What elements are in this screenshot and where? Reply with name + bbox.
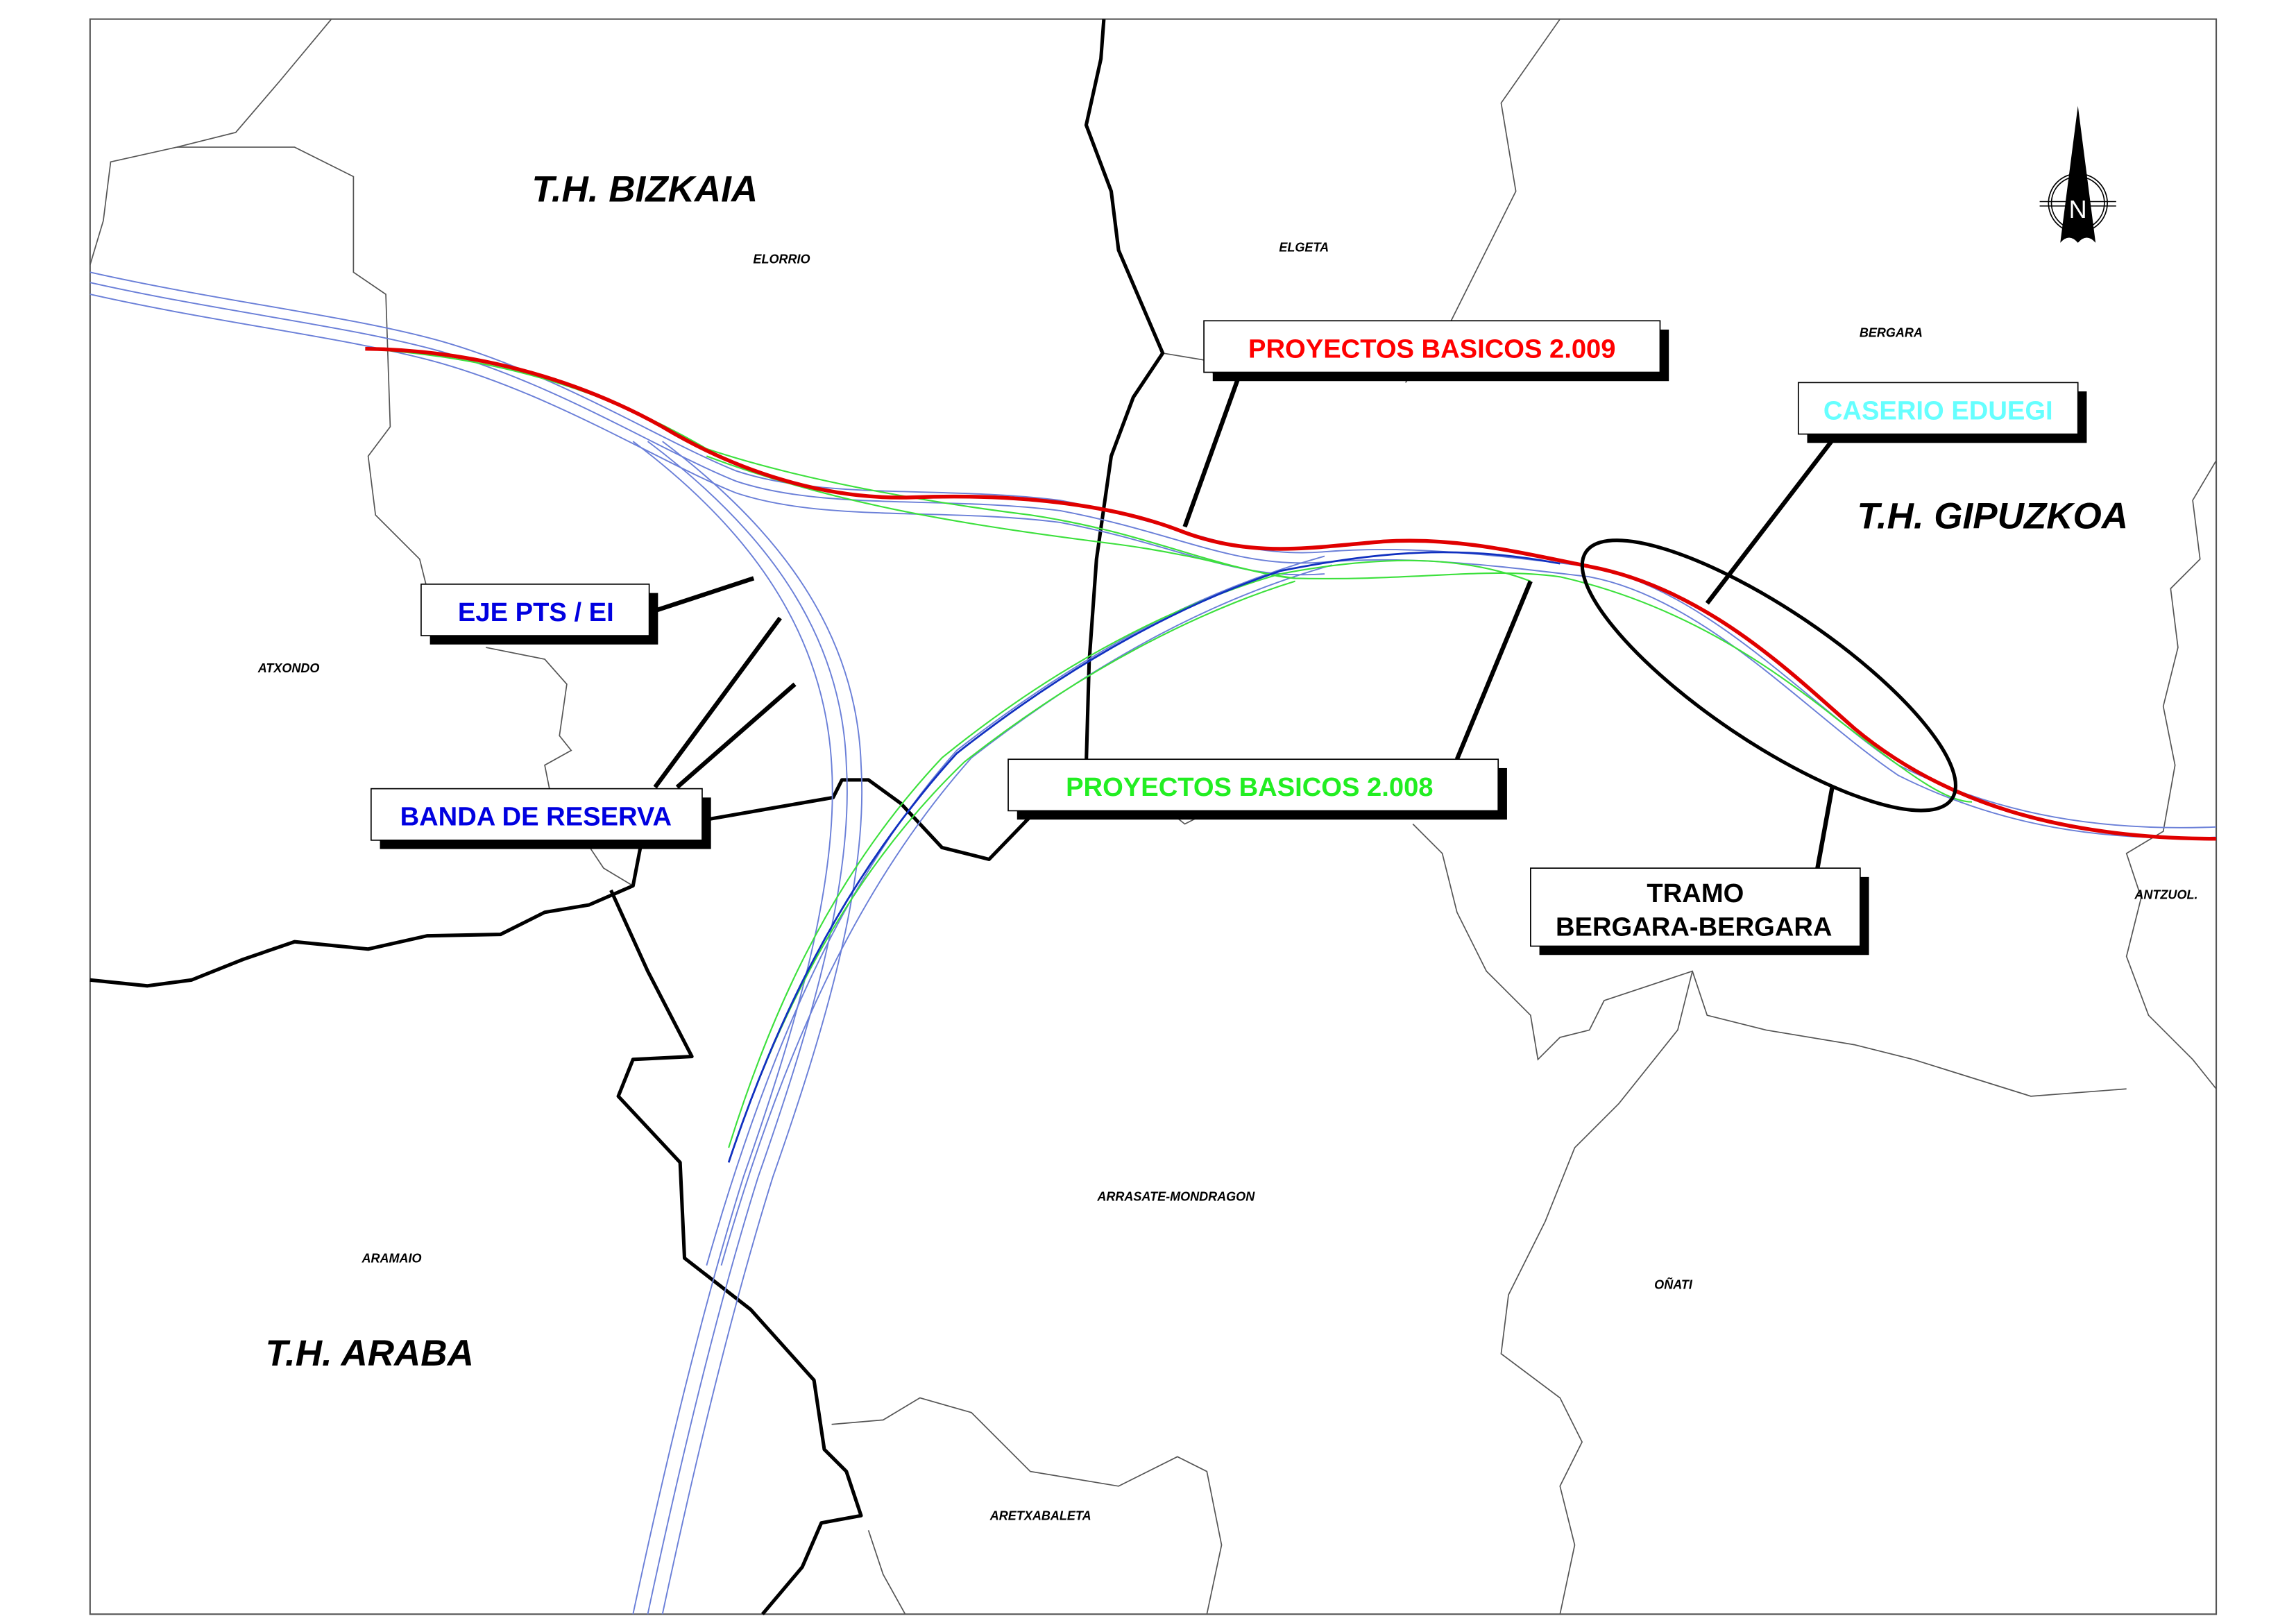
- north-arrow-icon: [2060, 105, 2096, 243]
- callout-banda-label: BANDA DE RESERVA: [400, 802, 672, 832]
- reserve-band-corridor: [90, 271, 2217, 1615]
- province-bizkaia: T.H. BIZKAIA: [532, 169, 758, 210]
- town-elgeta: ELGETA: [1279, 241, 1329, 255]
- north-letter: N: [2069, 195, 2087, 223]
- town-elorrio: ELORRIO: [753, 253, 810, 266]
- town-aramaio: ARAMAIO: [361, 1251, 421, 1265]
- province-gipuzkoa: T.H. GIPUZKOA: [1857, 495, 2128, 536]
- town-antzuola: ANTZUOL.: [2134, 888, 2197, 902]
- callout-proyectos-2008: PROYECTOS BASICOS 2.008: [1007, 758, 1507, 820]
- north-arrow: N: [2039, 105, 2116, 243]
- callout-proyectos-2009-label: PROYECTOS BASICOS 2.009: [1248, 334, 1615, 364]
- callout-proyectos-2008-label: PROYECTOS BASICOS 2.008: [1066, 772, 1433, 802]
- callout-proyectos-2009: PROYECTOS BASICOS 2.009: [1203, 320, 1669, 382]
- callout-tramo-line1: TRAMO: [1647, 878, 1744, 908]
- callout-tramo-line2: BERGARA-BERGARA: [1556, 912, 1832, 942]
- town-onati: OÑATI: [1654, 1277, 1693, 1292]
- callout-caserio-label: CASERIO EDUEGI: [1823, 396, 2053, 425]
- callout-caserio-eduegi: CASERIO EDUEGI: [1797, 382, 2087, 443]
- province-boundaries: [90, 19, 1165, 1615]
- eje-pts-axis: [727, 551, 1561, 1163]
- alignment-2009: [365, 346, 2217, 841]
- town-atxondo: ATXONDO: [257, 661, 320, 675]
- leader-lines: [653, 374, 1836, 869]
- tramo-ellipse: [1580, 538, 1957, 813]
- callout-eje-pts: EJE PTS / EI: [420, 584, 658, 645]
- town-labels: ELORRIO ELGETA BERGARA ATXONDO ANTZUOL. …: [257, 241, 2198, 1523]
- town-arrasate: ARRASATE-MONDRAGON: [1096, 1189, 1255, 1203]
- municipal-boundaries: [89, 19, 2217, 1615]
- province-labels: T.H. BIZKAIA T.H. GIPUZKOA T.H. ARABA: [266, 169, 2128, 1374]
- callout-tramo: TRAMO BERGARA-BERGARA: [1530, 867, 1869, 955]
- town-aretxabaleta: ARETXABALETA: [989, 1509, 1091, 1523]
- callout-banda-reserva: BANDA DE RESERVA: [370, 788, 711, 849]
- province-araba: T.H. ARABA: [266, 1333, 474, 1374]
- callout-eje-pts-label: EJE PTS / EI: [458, 597, 614, 627]
- town-bergara: BERGARA: [1860, 326, 1923, 340]
